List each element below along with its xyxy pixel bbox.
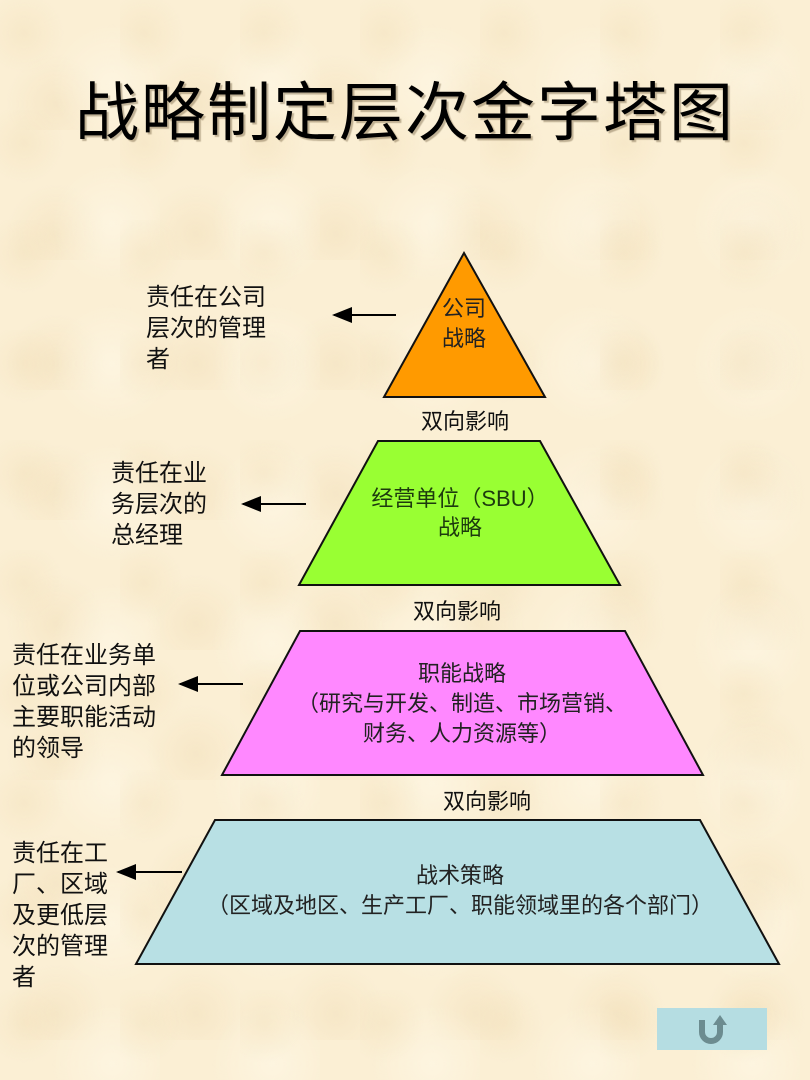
label-line: 总经理: [111, 521, 183, 549]
tactical-strategy-trapezoid: [134, 819, 781, 965]
shape-text-line: 职能战略: [417, 662, 506, 687]
label-line: 者: [12, 963, 36, 991]
u-turn-arrow-icon: [699, 1015, 727, 1044]
label-line: 主要职能活动: [12, 703, 156, 731]
shape-text-line: 经营单位（SBU）: [371, 486, 549, 511]
corporate-strategy-text: 公司 战略: [414, 295, 514, 355]
label-line: 次的管理: [12, 932, 108, 960]
label-line: 厂、区域: [12, 870, 108, 898]
tactical-responsibility-label: 责任在工 厂、区域 及更低层 次的管理 者: [12, 838, 108, 993]
label-line: 及更低层: [12, 901, 108, 929]
label-line: 责任在业: [111, 459, 207, 487]
shape-text-line: 战略: [437, 516, 482, 541]
shape-text-line: 公司: [441, 297, 486, 322]
label-line: 层次的管理: [146, 314, 266, 342]
label-line: 的领导: [12, 734, 84, 762]
shape-text-line: 战略: [441, 327, 486, 352]
label-line: 者: [146, 345, 170, 373]
shape-text-line: 财务、人力资源等）: [362, 722, 561, 747]
label-line: 责任在业务单: [12, 641, 156, 669]
influence-label-3: 双向影响: [442, 790, 531, 815]
sbu-strategy-text: 经营单位（SBU） 战略: [330, 484, 590, 544]
influence-label-1: 双向影响: [420, 410, 509, 435]
functional-responsibility-label: 责任在业务单 位或公司内部 主要职能活动 的领导: [12, 640, 156, 764]
sbu-responsibility-label: 责任在业 务层次的 总经理: [111, 458, 207, 551]
functional-strategy-text: 职能战略 （研究与开发、制造、市场营销、 财务、人力资源等）: [262, 660, 662, 750]
shape-text-line: （区域及地区、生产工厂、职能领域里的各个部门）: [206, 894, 713, 919]
return-button[interactable]: [657, 1008, 767, 1050]
influence-label-2: 双向影响: [412, 600, 501, 625]
tactical-strategy-text: 战术策略 （区域及地区、生产工厂、职能领域里的各个部门）: [160, 862, 760, 922]
corporate-responsibility-label: 责任在公司 层次的管理 者: [146, 282, 266, 375]
functional-strategy-trapezoid: [220, 630, 705, 776]
corporate-strategy-triangle: [382, 250, 547, 398]
page-title: 战略制定层次金字塔图: [75, 77, 735, 151]
sbu-strategy-trapezoid: [297, 440, 622, 586]
label-line: 责任在公司: [146, 283, 266, 311]
shape-text-line: （研究与开发、制造、市场营销、: [296, 692, 627, 717]
label-line: 责任在工: [12, 839, 108, 867]
label-line: 务层次的: [111, 490, 207, 518]
label-line: 位或公司内部: [12, 672, 156, 700]
shape-text-line: 战术策略: [415, 864, 504, 889]
